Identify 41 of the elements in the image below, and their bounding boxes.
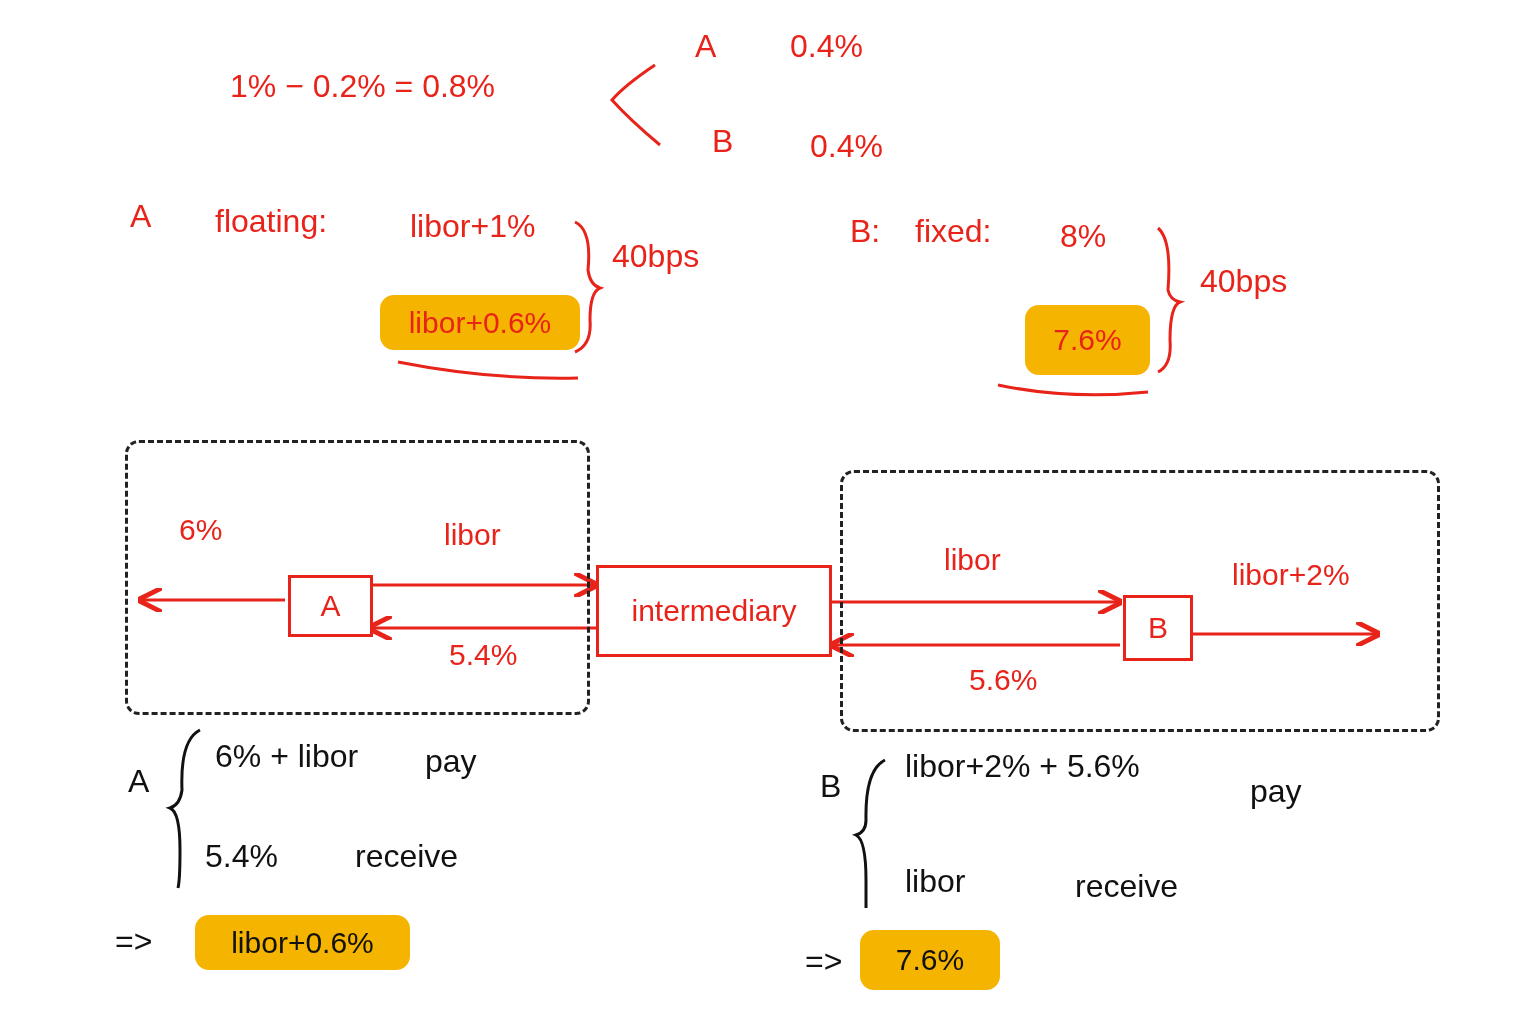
handwritten-note: 0.4% <box>790 30 863 62</box>
handwritten-note: pay <box>1250 775 1302 807</box>
handwritten-note: 1% − 0.2% = 0.8% <box>230 70 496 102</box>
handwritten-note: fixed: <box>915 215 992 247</box>
handwritten-note: A <box>695 30 717 62</box>
handwritten-note: floating: <box>215 205 328 237</box>
highlight-box <box>860 930 1000 990</box>
handwritten-note: B <box>712 125 734 157</box>
node-text: 7.6% <box>1053 325 1122 355</box>
handwritten-note: 8% <box>1060 220 1107 252</box>
handwritten-note: B: <box>850 215 881 247</box>
handwritten-note: => <box>115 925 153 957</box>
node-text: libor+0.6% <box>231 927 374 958</box>
handwritten-note: => <box>805 945 843 977</box>
node-text: libor+0.6% <box>408 307 552 338</box>
node-text: B <box>1148 613 1168 643</box>
node-text: intermediary <box>631 596 797 626</box>
handwritten-note: 5.4% <box>205 840 278 872</box>
process-box <box>1123 595 1193 661</box>
handwritten-note: A <box>128 765 150 797</box>
arrow <box>832 587 1125 617</box>
handwritten-note: receive <box>1075 870 1179 902</box>
handwritten-note: libor+2% + 5.6% <box>905 750 1140 782</box>
handwritten-note: libor+1% <box>410 210 536 242</box>
handwritten-note: pay <box>425 745 477 777</box>
arrow <box>135 585 285 615</box>
highlight-box <box>195 915 410 970</box>
handwritten-note: 0.4% <box>810 130 883 162</box>
handwritten-note: libor <box>905 865 966 897</box>
node-text: A <box>320 591 341 621</box>
handwritten-note: 40bps <box>612 240 700 272</box>
process-box <box>596 565 832 657</box>
handwritten-note: 6% + libor <box>215 740 359 772</box>
handwritten-note: 40bps <box>1200 265 1288 297</box>
highlight-box <box>380 295 580 350</box>
handwritten-note: A <box>130 200 152 232</box>
handwritten-note: receive <box>355 840 459 872</box>
highlight-box <box>1025 305 1150 375</box>
handwritten-note: B <box>820 770 842 802</box>
node-text: 7.6% <box>895 945 965 975</box>
process-box <box>288 575 373 637</box>
